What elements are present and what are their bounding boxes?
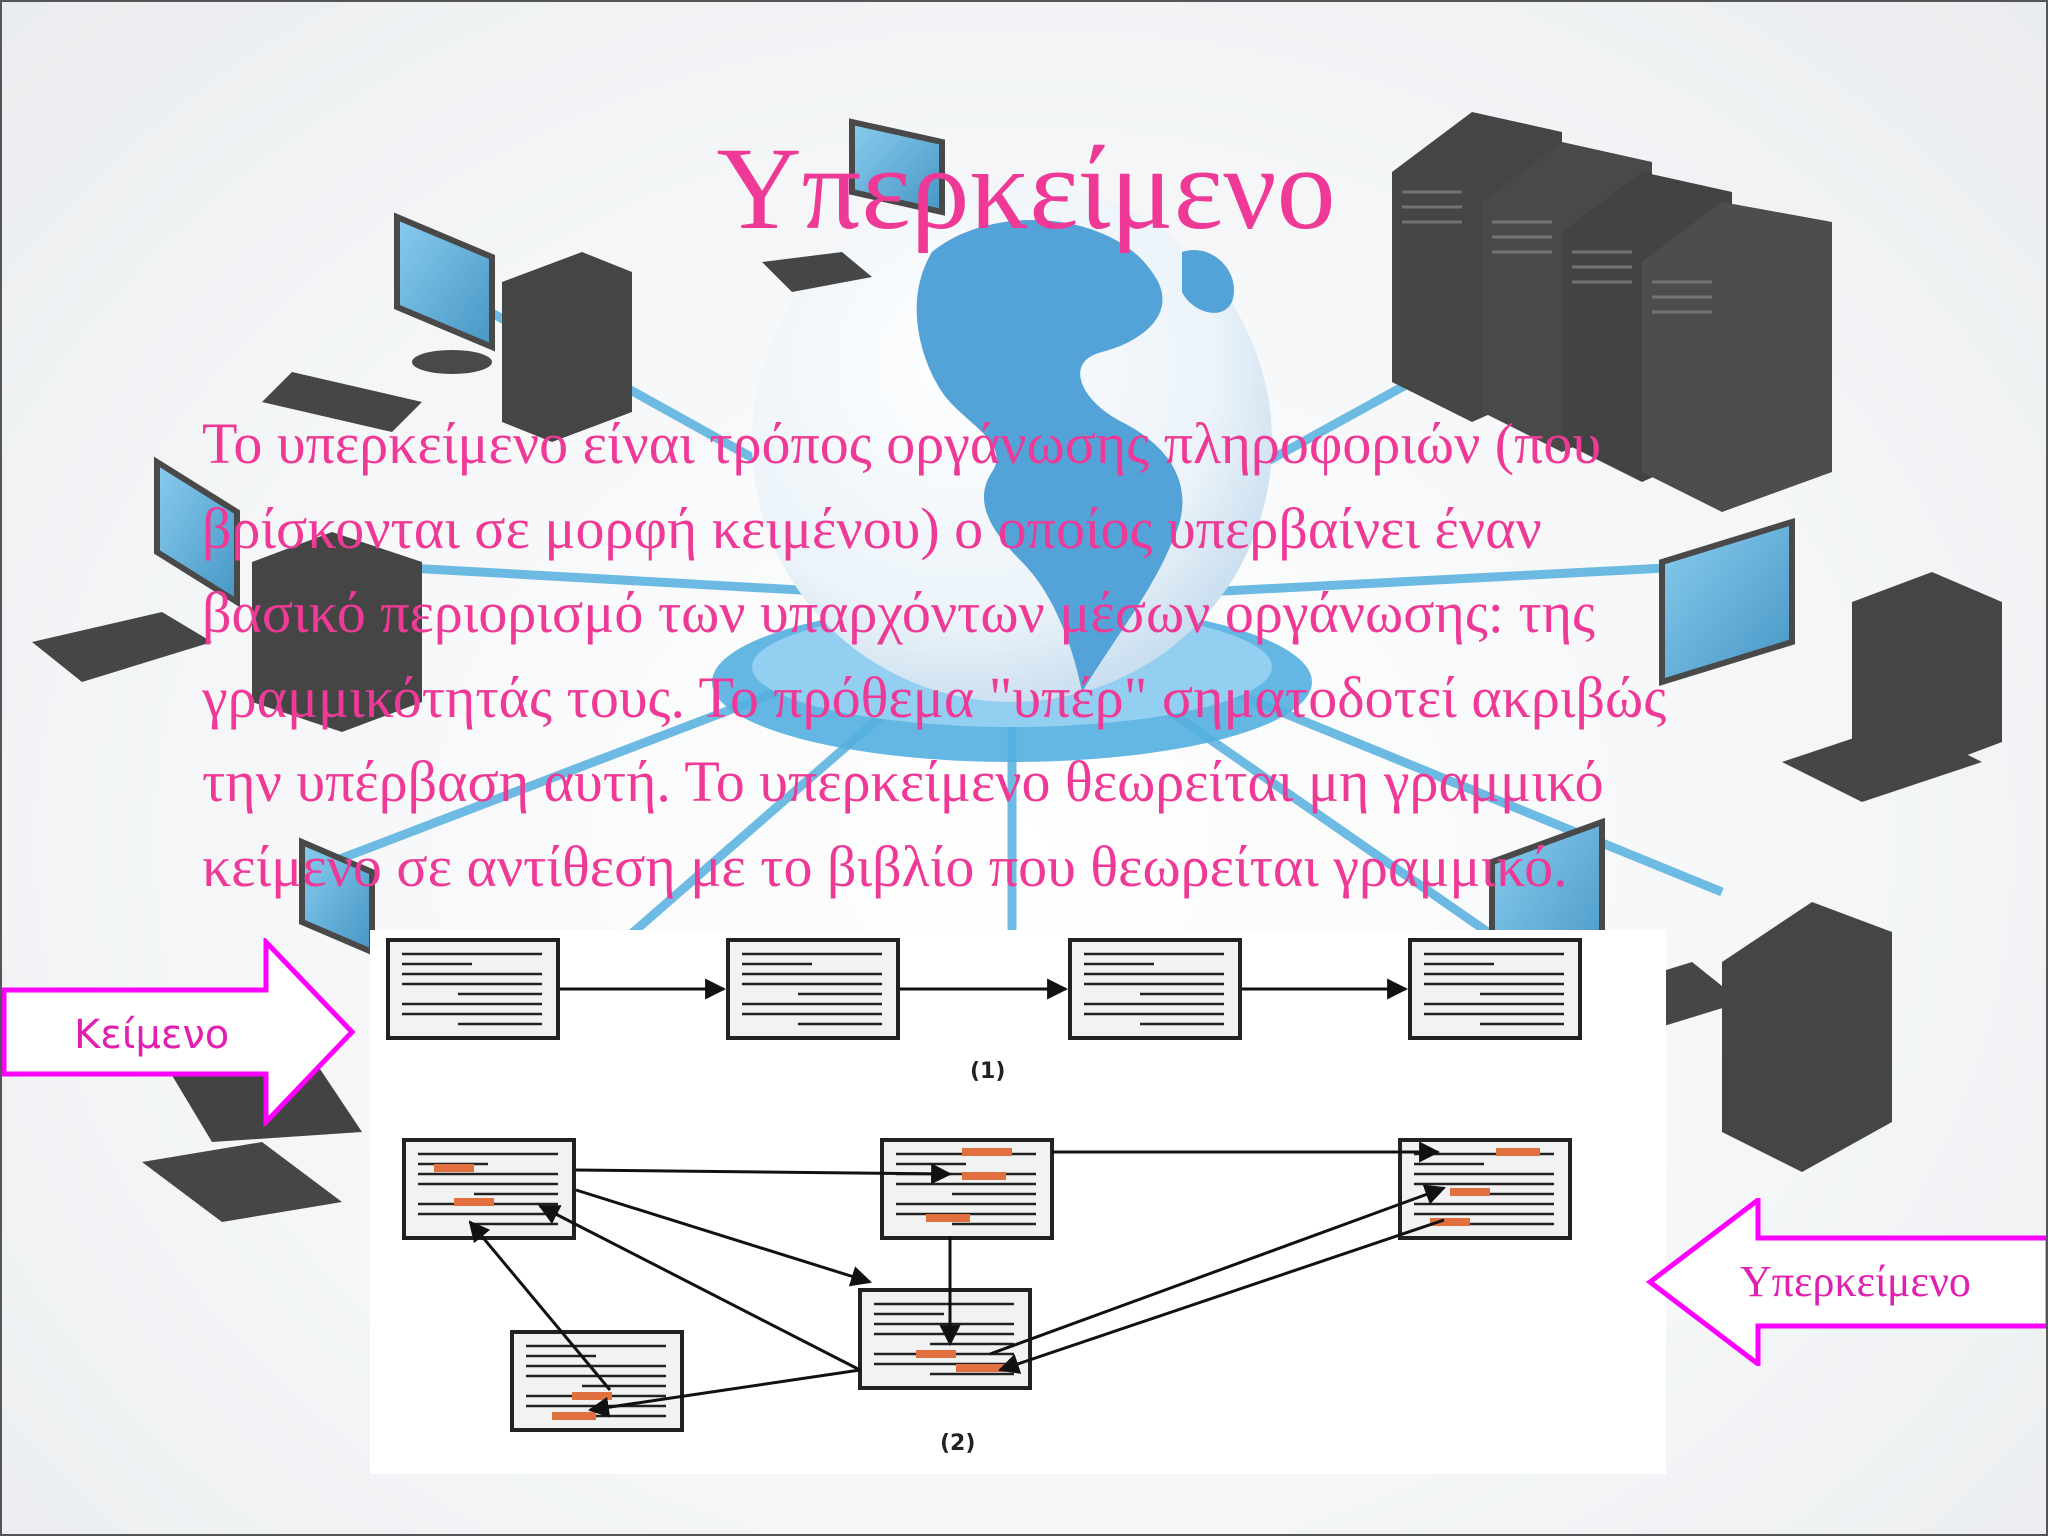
right-callout-label: Υπερκείμενο bbox=[1740, 1257, 1971, 1306]
body-line: την υπέρβαση αυτή. Το υπερκείμενο θεωρεί… bbox=[202, 749, 1604, 814]
hyper-doc-a bbox=[402, 1138, 576, 1240]
hyper-doc-d bbox=[858, 1288, 1032, 1390]
linear-documents bbox=[386, 938, 1582, 1040]
server-rack-icon bbox=[1392, 112, 1832, 512]
linear-doc-1 bbox=[386, 938, 560, 1040]
globe-icon bbox=[752, 182, 1272, 702]
slide-title: Υπερκείμενο bbox=[716, 123, 1336, 254]
text-vs-hypertext-diagram: (1) bbox=[370, 930, 1666, 1474]
hyper-doc-e bbox=[510, 1330, 684, 1432]
hyper-doc-c bbox=[1398, 1138, 1572, 1240]
label-hypertext: (2) bbox=[940, 1431, 975, 1456]
body-line: Το υπερκείμενο είναι τρόπος οργάνωσης πλ… bbox=[202, 411, 1602, 476]
body-line: βρίσκονται σε μορφή κειμένου) ο οποίος υ… bbox=[202, 495, 1542, 561]
linear-doc-3 bbox=[1068, 938, 1242, 1040]
body-line: βασικό περιορισμό των υπαρχόντων μέσων ο… bbox=[202, 580, 1596, 645]
body-line: κείμενο σε αντίθεση με το βιβλίο που θεω… bbox=[202, 833, 1568, 899]
right-callout-arrow bbox=[1646, 1198, 2046, 1366]
linear-doc-4 bbox=[1408, 938, 1582, 1040]
label-linear: (1) bbox=[970, 1059, 1005, 1084]
desktop-computer-icon bbox=[32, 118, 2002, 1222]
left-callout-label: Κείμενο bbox=[74, 1012, 230, 1058]
body-line: γραμμικότητάς τους. Το πρόθεμα "υπέρ" ση… bbox=[202, 664, 1667, 730]
hypertext-documents bbox=[402, 1138, 1572, 1432]
linear-doc-2 bbox=[726, 938, 900, 1040]
diagram-svg: (1) bbox=[386, 938, 1582, 1456]
body-paragraph: Το υπερκείμενο είναι τρόπος οργάνωσης πλ… bbox=[202, 402, 1962, 909]
left-callout-arrow bbox=[2, 938, 356, 1126]
hypertext-links bbox=[468, 1141, 1446, 1418]
hyper-doc-b bbox=[880, 1138, 1054, 1240]
